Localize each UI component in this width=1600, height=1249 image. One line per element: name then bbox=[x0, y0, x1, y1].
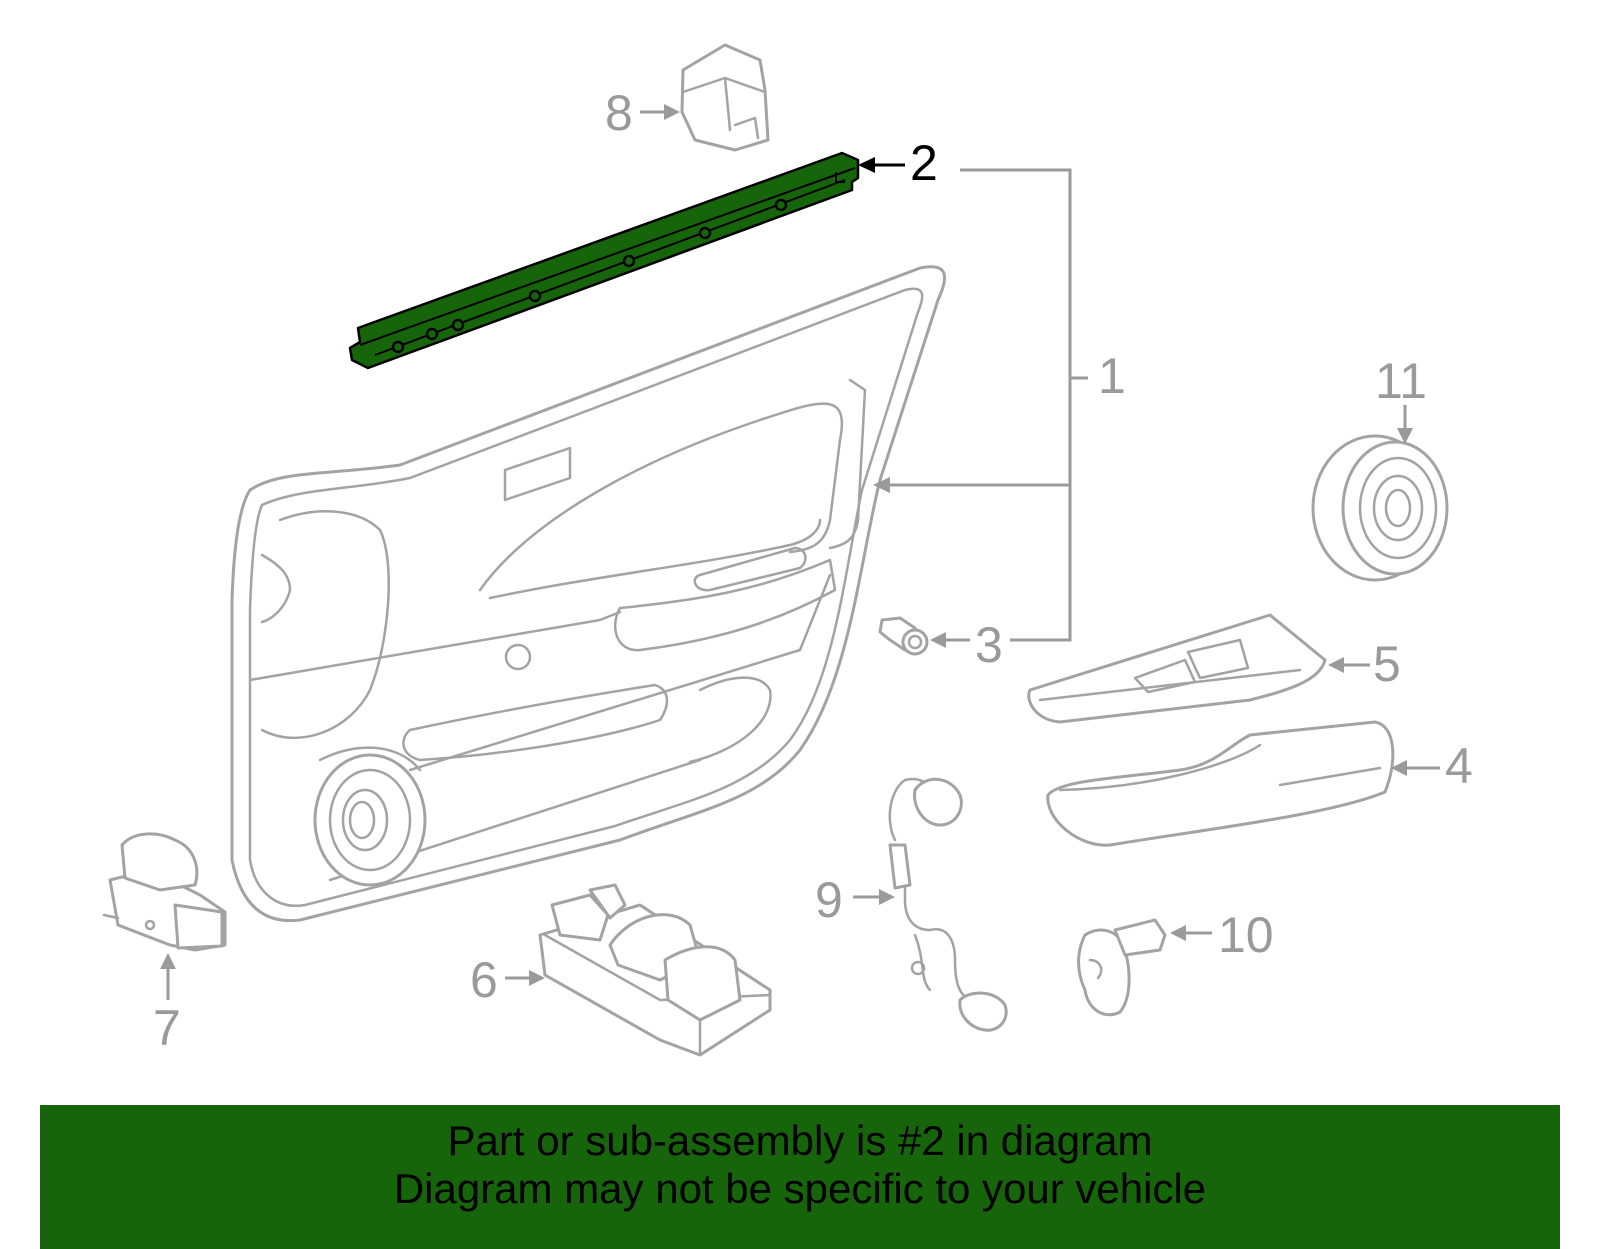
armrest-part bbox=[1046, 720, 1395, 847]
callout-8: 8 bbox=[605, 85, 633, 141]
banner-part-note: Part or sub-assembly is #2 in diagram bbox=[447, 1117, 1153, 1164]
speaker-part bbox=[1311, 434, 1449, 582]
leader-lines bbox=[160, 104, 1440, 1000]
callout-3: 3 bbox=[975, 617, 1003, 673]
callout-11: 11 bbox=[1375, 353, 1427, 409]
callout-4: 4 bbox=[1445, 738, 1473, 794]
callout-labels: 1 2 3 4 5 6 7 8 9 10 11 bbox=[153, 85, 1473, 1056]
master-switch-part bbox=[538, 883, 772, 1057]
callout-5: 5 bbox=[1373, 636, 1401, 692]
callout-1: 1 bbox=[1098, 348, 1126, 404]
callout-9: 9 bbox=[815, 872, 843, 928]
callout-7: 7 bbox=[153, 1000, 181, 1056]
clip-part bbox=[878, 616, 929, 656]
callout-6: 6 bbox=[470, 952, 498, 1008]
switch-8 bbox=[680, 43, 770, 152]
banner-disclaimer: Diagram may not be specific to your vehi… bbox=[393, 1165, 1207, 1212]
door-trim-panel bbox=[230, 265, 946, 923]
switch-bezel-part bbox=[1027, 613, 1327, 724]
callout-10: 10 bbox=[1218, 907, 1274, 963]
lamp-part-10 bbox=[1077, 918, 1167, 1017]
switch-assembly-7 bbox=[102, 832, 227, 952]
wire-harness-part bbox=[888, 777, 1008, 1032]
callout-2: 2 bbox=[910, 135, 938, 191]
info-banner: Part or sub-assembly is #2 in diagram Di… bbox=[40, 1105, 1560, 1249]
belt-molding-highlighted bbox=[348, 151, 860, 370]
